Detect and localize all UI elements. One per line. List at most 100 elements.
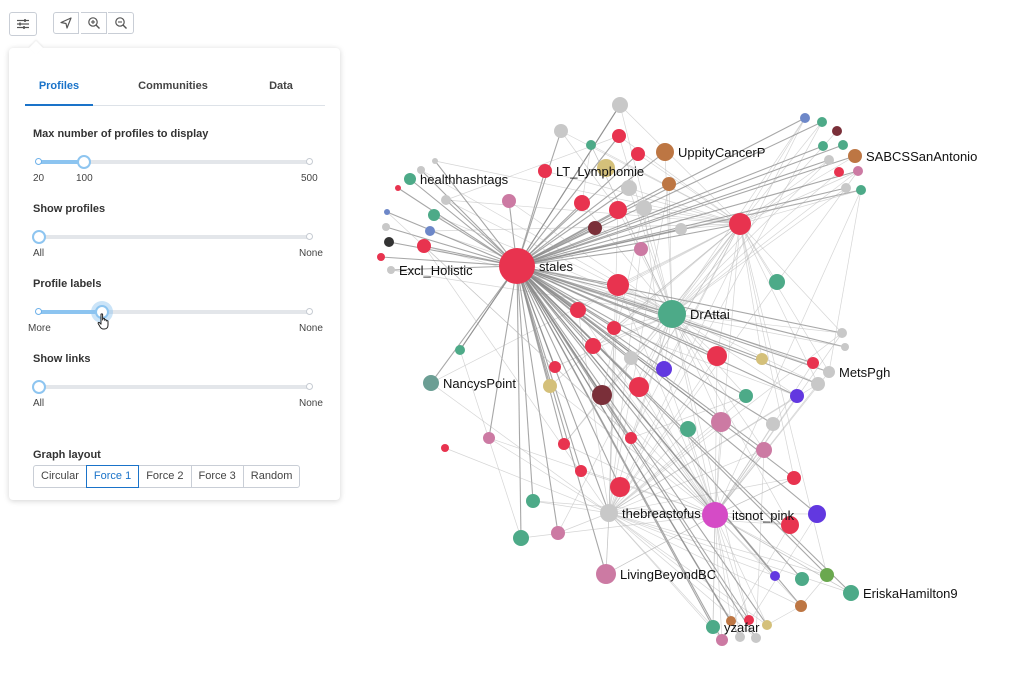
profile-node[interactable] [387, 266, 395, 274]
profile-node[interactable] [377, 253, 385, 261]
profile-node[interactable] [586, 140, 596, 150]
profile-node[interactable] [781, 516, 799, 534]
profile-node[interactable] [432, 158, 438, 164]
zoom-in-button[interactable] [81, 12, 107, 34]
layout-force3-button[interactable]: Force 3 [190, 465, 244, 488]
profile-node[interactable] [455, 345, 465, 355]
show-profiles-thumb[interactable] [32, 230, 46, 244]
profile-node[interactable] [790, 389, 804, 403]
profile-node[interactable] [621, 180, 637, 196]
profile-node[interactable] [817, 117, 827, 127]
profile-node[interactable] [551, 526, 565, 540]
profile-node[interactable] [417, 239, 431, 253]
profile-node[interactable] [570, 302, 586, 318]
profile-node[interactable] [711, 412, 731, 432]
profile-node[interactable] [417, 166, 425, 174]
profile-node[interactable] [848, 149, 862, 163]
profile-node[interactable] [607, 274, 629, 296]
settings-button[interactable] [9, 12, 37, 36]
profile-node[interactable] [706, 620, 720, 634]
max-profiles-slider[interactable] [35, 155, 313, 169]
profile-node[interactable] [384, 237, 394, 247]
profile-node[interactable] [538, 164, 552, 178]
layout-random-button[interactable]: Random [242, 465, 301, 488]
profile-node[interactable] [818, 141, 828, 151]
profile-node[interactable] [588, 221, 602, 235]
profile-node[interactable] [808, 505, 826, 523]
profile-node[interactable] [735, 632, 745, 642]
profile-node[interactable] [823, 366, 835, 378]
profile-node[interactable] [787, 471, 801, 485]
profile-node[interactable] [837, 328, 847, 338]
profile-node[interactable] [607, 321, 621, 335]
profile-node[interactable] [612, 129, 626, 143]
profile-node[interactable] [756, 353, 768, 365]
profile-node[interactable] [631, 147, 645, 161]
profile-node[interactable] [707, 346, 727, 366]
profile-node[interactable] [499, 248, 535, 284]
profile-node[interactable] [811, 377, 825, 391]
profile-node[interactable] [800, 113, 810, 123]
profile-node[interactable] [856, 185, 866, 195]
profile-node[interactable] [428, 209, 440, 221]
show-links-thumb[interactable] [32, 380, 46, 394]
profile-node[interactable] [634, 242, 648, 256]
profile-node[interactable] [680, 421, 696, 437]
profile-node[interactable] [423, 375, 439, 391]
profile-node[interactable] [549, 361, 561, 373]
profile-node[interactable] [838, 140, 848, 150]
profile-node[interactable] [526, 494, 540, 508]
profile-node[interactable] [662, 177, 676, 191]
layout-force2-button[interactable]: Force 2 [138, 465, 192, 488]
profile-node[interactable] [756, 442, 772, 458]
profile-node[interactable] [702, 502, 728, 528]
profile-node[interactable] [382, 223, 390, 231]
profile-node[interactable] [600, 504, 618, 522]
profile-node[interactable] [404, 173, 416, 185]
profile-node[interactable] [609, 201, 627, 219]
profile-node[interactable] [820, 568, 834, 582]
profile-node[interactable] [610, 477, 630, 497]
profile-node[interactable] [625, 432, 637, 444]
tab-data[interactable]: Data [269, 80, 293, 92]
profile-node[interactable] [629, 377, 649, 397]
profile-node[interactable] [575, 465, 587, 477]
profile-node[interactable] [597, 159, 615, 177]
layout-force1-button[interactable]: Force 1 [85, 465, 140, 488]
profile-node[interactable] [795, 572, 809, 586]
tab-communities[interactable]: Communities [138, 80, 208, 92]
profile-node[interactable] [596, 564, 616, 584]
profile-node[interactable] [769, 274, 785, 290]
profile-node[interactable] [807, 357, 819, 369]
profile-node[interactable] [624, 351, 638, 365]
profile-node[interactable] [558, 438, 570, 450]
profile-node[interactable] [751, 633, 761, 643]
profile-node[interactable] [395, 185, 401, 191]
profile-node[interactable] [824, 155, 834, 165]
profile-node[interactable] [513, 530, 529, 546]
profile-node[interactable] [832, 126, 842, 136]
profile-node[interactable] [744, 615, 754, 625]
profile-node[interactable] [762, 620, 772, 630]
profile-node[interactable] [425, 226, 435, 236]
profile-node[interactable] [441, 444, 449, 452]
profile-node[interactable] [716, 634, 728, 646]
profile-node[interactable] [766, 417, 780, 431]
profile-node[interactable] [841, 183, 851, 193]
profile-node[interactable] [726, 616, 736, 626]
show-links-slider[interactable] [32, 380, 313, 394]
profile-node[interactable] [636, 200, 652, 216]
navigate-button[interactable] [53, 12, 79, 34]
profile-node[interactable] [843, 585, 859, 601]
profile-node[interactable] [841, 343, 849, 351]
profile-node[interactable] [729, 213, 751, 235]
profile-node[interactable] [834, 167, 844, 177]
profile-node[interactable] [795, 600, 807, 612]
profile-node[interactable] [612, 97, 628, 113]
layout-circular-button[interactable]: Circular [33, 465, 87, 488]
tab-profiles[interactable]: Profiles [25, 74, 93, 106]
profile-node[interactable] [656, 143, 674, 161]
profile-node[interactable] [770, 571, 780, 581]
zoom-out-button[interactable] [108, 12, 134, 34]
